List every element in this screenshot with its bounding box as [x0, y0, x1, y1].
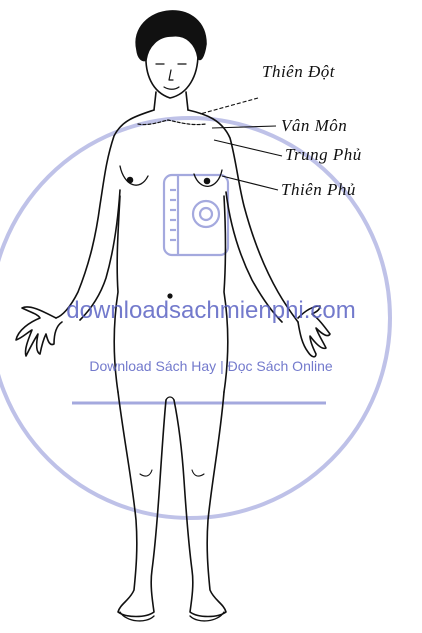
face [146, 54, 198, 98]
watermark-site: downloadsachmienphi.com [0, 297, 422, 325]
left-leg [118, 392, 166, 617]
label-trung-phu: Trung Phủ [285, 145, 362, 165]
leader-thien-phu [222, 176, 278, 190]
torso-left [56, 110, 154, 318]
label-thien-dot: Thiên Đột [262, 62, 335, 82]
leader-thien-dot [200, 98, 258, 114]
watermark-tagline: Download Sách Hay | Đọc Sách Online [0, 358, 422, 374]
label-thien-phu: Thiên Phủ [281, 180, 356, 200]
label-van-mon: Vân Môn [281, 116, 347, 136]
leader-trung-phu [214, 140, 282, 156]
right-leg [174, 392, 226, 617]
book-icon [164, 175, 228, 255]
hair [136, 11, 206, 61]
leader-lines [200, 98, 282, 190]
